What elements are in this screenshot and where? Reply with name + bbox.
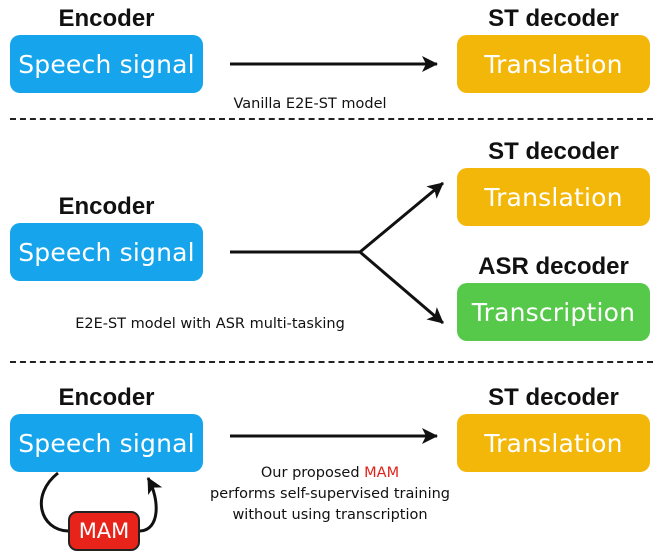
encoder-box-3: Speech signal [10, 414, 203, 472]
st-decoder-box-1: Translation [457, 35, 650, 93]
arrow-to-asr-decoder [359, 250, 444, 325]
st-decoder-title-3: ST decoder [488, 384, 619, 411]
section-divider-2 [10, 361, 653, 363]
st-decoder-title-2: ST decoder [488, 138, 619, 165]
caption-mam: Our proposed MAM performs self-supervise… [175, 463, 485, 526]
mam-loop-right-arrow [139, 477, 163, 533]
asr-decoder-title: ASR decoder [478, 253, 629, 280]
st-decoder-box-2: Translation [457, 168, 650, 226]
encoder-title-2: Encoder [58, 193, 155, 220]
mam-highlight: MAM [364, 465, 400, 481]
caption-mam-line2: performs self-supervised training [209, 486, 450, 502]
mam-loop-left-curve [39, 471, 69, 533]
encoder-title-3: Encoder [58, 384, 155, 411]
st-decoder-box-3: Translation [457, 414, 650, 472]
arrow-to-st-decoder-2 [359, 181, 444, 254]
caption-mam-line3: without using transcription [232, 507, 428, 523]
caption-multitask: E2E-ST model with ASR multi-tasking [75, 316, 345, 332]
asr-decoder-box: Transcription [457, 283, 650, 341]
encoder-box-2: Speech signal [10, 223, 203, 281]
st-decoder-title-1: ST decoder [488, 5, 619, 32]
mam-box: MAM [68, 511, 140, 551]
encoder-box-1: Speech signal [10, 35, 203, 93]
caption-vanilla: Vanilla E2E-ST model [233, 96, 387, 112]
section-divider-1 [10, 118, 653, 120]
encoder-title-1: Encoder [58, 5, 155, 32]
caption-mam-line1: Our proposed MAM [260, 465, 400, 481]
